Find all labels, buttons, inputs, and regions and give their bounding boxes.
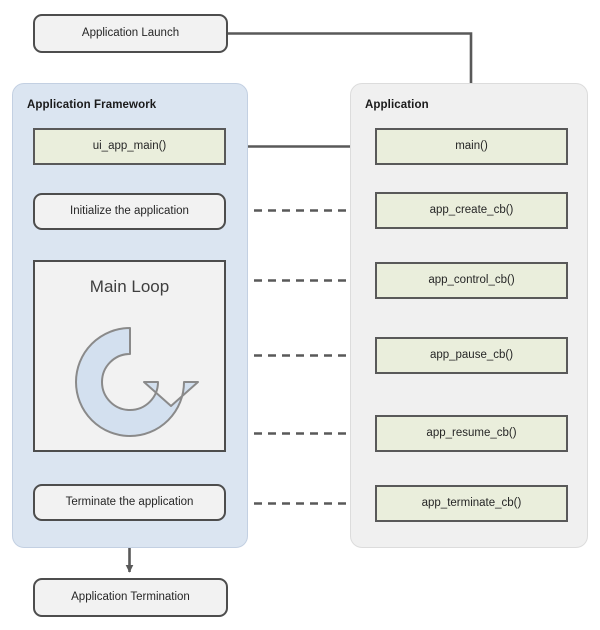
node-app-pause-cb[interactable]: app_pause_cb() bbox=[375, 337, 568, 374]
node-main-loop[interactable]: Main Loop bbox=[33, 260, 226, 452]
node-app-create-cb[interactable]: app_create_cb() bbox=[375, 192, 568, 229]
application-panel-title: Application bbox=[365, 99, 429, 111]
node-main[interactable]: main() bbox=[375, 128, 568, 165]
node-main-loop-label: Main Loop bbox=[89, 277, 170, 296]
node-ui-app-main[interactable]: ui_app_main() bbox=[33, 128, 226, 165]
application-framework-panel-title: Application Framework bbox=[27, 99, 157, 111]
node-terminate-the-application[interactable]: Terminate the application bbox=[33, 484, 226, 521]
circular-loop-arrow-icon bbox=[74, 327, 199, 437]
node-application-launch[interactable]: Application Launch bbox=[33, 14, 228, 53]
node-initialize-the-application[interactable]: Initialize the application bbox=[33, 193, 226, 230]
node-application-termination[interactable]: Application Termination bbox=[33, 578, 228, 617]
node-app-resume-cb[interactable]: app_resume_cb() bbox=[375, 415, 568, 452]
node-app-control-cb[interactable]: app_control_cb() bbox=[375, 262, 568, 299]
node-app-terminate-cb[interactable]: app_terminate_cb() bbox=[375, 485, 568, 522]
